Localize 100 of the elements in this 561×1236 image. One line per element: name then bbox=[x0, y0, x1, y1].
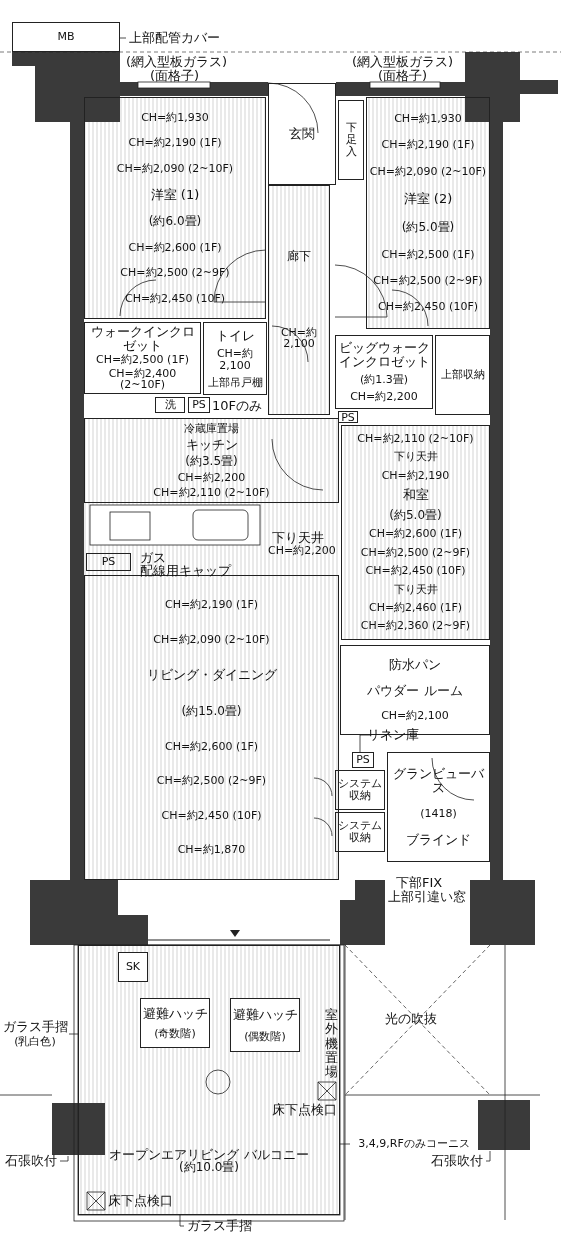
plan-note: 床下点検口 bbox=[272, 1103, 337, 1116]
room-label: オープンエアリビング バルコニー bbox=[109, 1147, 309, 1162]
leader-line bbox=[359, 734, 371, 753]
room-label: グランビューバス bbox=[392, 766, 485, 795]
room-label: (偶数階) bbox=[244, 1030, 286, 1043]
callout-text: 石張吹付 bbox=[431, 1154, 483, 1168]
room-label: 洋室 (1) bbox=[150, 187, 200, 202]
leader-line bbox=[179, 1214, 185, 1227]
room-label: CH=約2,500 (1F) bbox=[95, 354, 190, 366]
room-label: 冷蔵庫置場 bbox=[184, 422, 239, 435]
room-label: CH=約2,090 (2~10F) bbox=[369, 165, 487, 178]
plan-note: (網入型板ガラス) bbox=[352, 55, 454, 68]
room-label: (約10.0畳) bbox=[178, 1161, 240, 1174]
room-label: CH=約2,600 (1F) bbox=[128, 241, 222, 254]
leader-line bbox=[68, 1033, 79, 1035]
room-label: ウォークインクロゼット bbox=[89, 325, 196, 353]
leader-line bbox=[119, 37, 127, 39]
plan-note: 上部引違い窓 bbox=[388, 890, 466, 903]
room-label: CH=約2,450 (10F) bbox=[377, 301, 479, 313]
room-label: CH=約2,190 (1F) bbox=[164, 599, 259, 611]
room-label: 上部吊戸棚 bbox=[207, 376, 263, 389]
room-area bbox=[84, 97, 266, 319]
room-area bbox=[338, 100, 364, 180]
room-label: CH=約2,450 (10F) bbox=[365, 565, 466, 577]
callout-text: ガラス手摺 bbox=[186, 1219, 252, 1233]
room-label: CH=約2,190 (1F) bbox=[381, 139, 475, 151]
room-label: PS bbox=[356, 754, 370, 766]
room-label: (約5.0畳) bbox=[389, 508, 442, 522]
room-label: パウダー ルーム bbox=[367, 684, 463, 698]
leader-line bbox=[59, 1155, 69, 1162]
room-label: PS bbox=[101, 556, 116, 568]
room-area bbox=[352, 752, 374, 768]
room-label: (約6.0畳) bbox=[148, 215, 202, 228]
room-area bbox=[268, 83, 336, 185]
callout-text: 上部配管カバー bbox=[128, 31, 220, 45]
room-label: PS bbox=[192, 399, 206, 411]
room-label: CH=約2,500 (2~9F) bbox=[156, 775, 267, 787]
room-label: ビッグウォークインクロゼット bbox=[338, 341, 430, 369]
room-label: ブラインド bbox=[406, 833, 471, 848]
room-label: CH=約2,190 (1F) bbox=[128, 137, 222, 149]
room-label: CH=約2,450 (10F) bbox=[161, 809, 262, 822]
room-label: 洗 bbox=[164, 399, 176, 411]
room-label: PS bbox=[341, 412, 355, 424]
room-label: 下り天井 bbox=[393, 583, 438, 596]
room-label: トイレ bbox=[215, 328, 255, 343]
room-label: 防水パン bbox=[389, 658, 441, 672]
room-label: CH=約2,110 (2~10F) bbox=[153, 486, 270, 499]
room-label: リビング・ダイニング bbox=[146, 668, 277, 682]
room-label: 下り天井 bbox=[393, 451, 438, 463]
room-label: CH=約2,600 (1F) bbox=[368, 528, 463, 540]
room-label: CH=約2,200 bbox=[177, 471, 246, 484]
callout-text: ガラス手摺 bbox=[2, 1020, 68, 1034]
room-area bbox=[335, 770, 385, 810]
plan-note: 床下点検口 bbox=[108, 1194, 173, 1207]
room-area bbox=[366, 97, 490, 329]
room-label: 和室 bbox=[402, 488, 429, 502]
room-label: CH=約2,100 bbox=[279, 326, 319, 350]
room-label: CH=約2,200 bbox=[350, 391, 418, 403]
leader-line bbox=[485, 1150, 491, 1162]
room-label: CH=約2,110 (2~10F) bbox=[357, 432, 474, 445]
plan-note: CH=約2,200 bbox=[268, 545, 336, 556]
room-area bbox=[188, 397, 210, 413]
room-area bbox=[155, 397, 185, 413]
room-area bbox=[118, 952, 148, 982]
room-label: CH=約2,360 (2~9F) bbox=[360, 620, 471, 632]
leader-line bbox=[339, 1143, 351, 1145]
room-label: CH=約2,500 (2~9F) bbox=[360, 546, 471, 559]
room-label: 洋室 (2) bbox=[403, 192, 453, 207]
room-label: CH=約2,460 (1F) bbox=[368, 601, 463, 614]
room-label: MB bbox=[57, 31, 75, 43]
room-label: (奇数階) bbox=[154, 1027, 196, 1040]
room-label: (約15.0畳) bbox=[181, 704, 242, 718]
plan-note: 光の吹抜 bbox=[385, 1012, 437, 1025]
room-label: CH=約2,100 bbox=[215, 348, 255, 372]
plan-note: ガス bbox=[140, 551, 166, 564]
room-label: CH=約1,870 bbox=[177, 844, 246, 856]
room-label: (約5.0畳) bbox=[401, 220, 455, 234]
plan-note: 10Fのみ bbox=[212, 399, 263, 412]
room-label: (約3.5畳) bbox=[185, 455, 238, 468]
plan-note: 室外機置場 bbox=[325, 1008, 338, 1080]
room-label: (約1.3畳) bbox=[359, 374, 409, 386]
room-label: CH=約2,400 (2~10F) bbox=[107, 367, 178, 391]
room-label: CH=約2,500 (1F) bbox=[381, 248, 475, 261]
room-label: CH=約2,600 (1F) bbox=[164, 740, 259, 753]
room-label: CH=約1,930 bbox=[394, 112, 462, 125]
room-area bbox=[335, 812, 385, 852]
room-label: 廊下 bbox=[287, 250, 311, 263]
room-label: キッチン bbox=[185, 437, 238, 452]
room-label: 下足入 bbox=[345, 121, 357, 159]
room-area bbox=[86, 553, 131, 571]
room-area bbox=[78, 945, 340, 1215]
room-label: CH=約2,090 (2~10F) bbox=[116, 162, 234, 175]
plan-note: 配線用キャップ bbox=[140, 564, 231, 577]
room-label: システム収納 bbox=[338, 778, 382, 802]
room-area bbox=[435, 335, 490, 415]
room-label: CH=約2,500 (2~9F) bbox=[120, 267, 230, 279]
room-label: (1418) bbox=[420, 808, 457, 820]
callout-text: 石張吹付 bbox=[5, 1154, 57, 1168]
room-label: CH=約2,500 (2~9F) bbox=[373, 275, 483, 287]
room-area bbox=[203, 322, 267, 395]
